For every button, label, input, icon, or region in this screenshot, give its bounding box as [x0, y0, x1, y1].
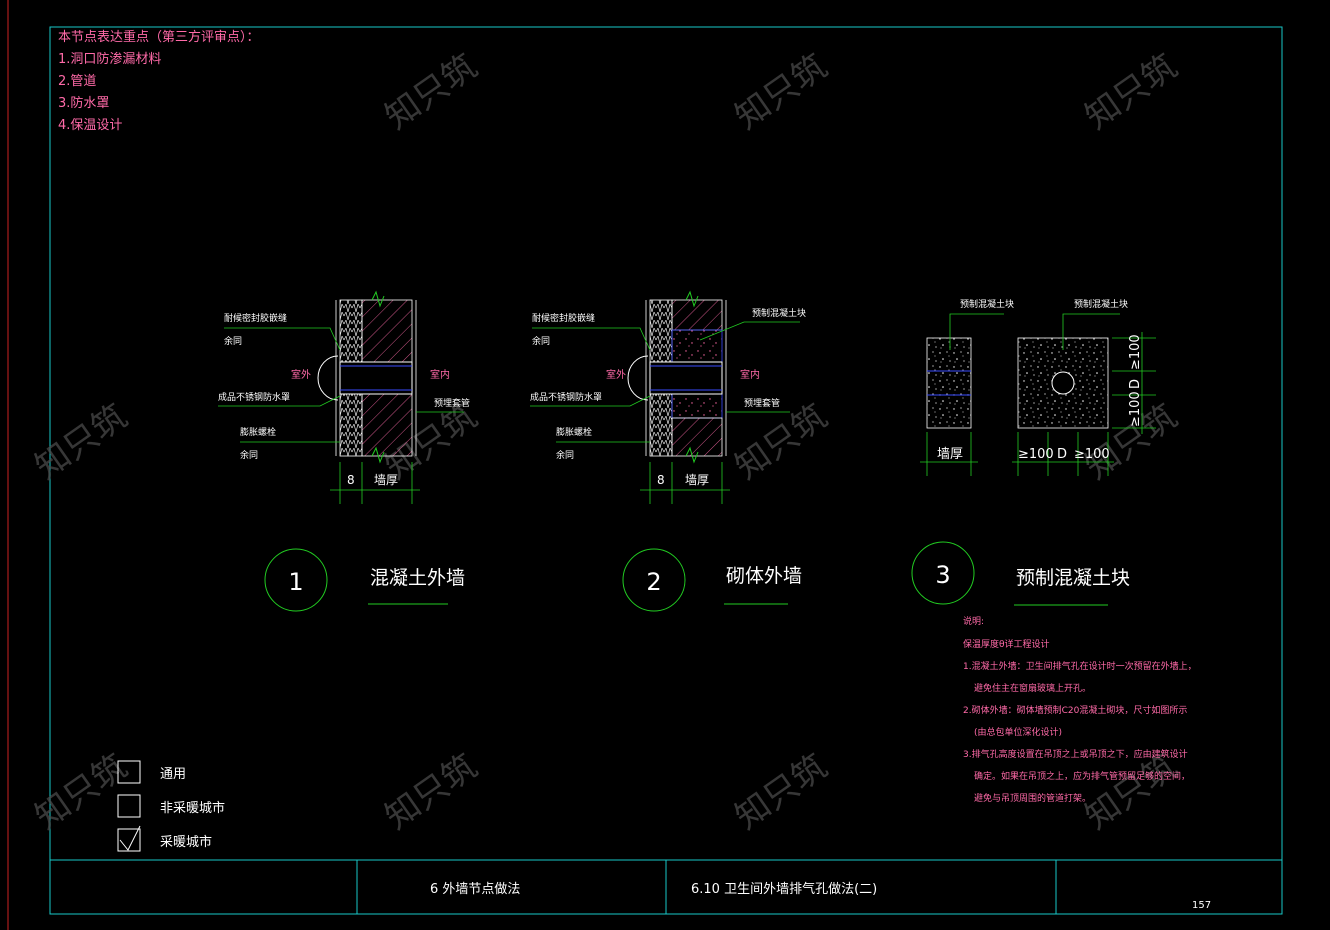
- embedded-sleeve: [339, 361, 413, 395]
- label-inside: 室内: [740, 368, 760, 381]
- watermark: 知只筑: [378, 746, 484, 837]
- label-sleeve: 预埋套管: [744, 397, 780, 409]
- stainless-hood: [317, 355, 339, 401]
- label-hood: 成品不锈钢防水罩: [530, 391, 602, 403]
- insulation-layer: [339, 299, 363, 363]
- explain-line: 保温厚度θ详工程设计: [963, 638, 1050, 650]
- detail-title: 砌体外墙: [726, 565, 802, 587]
- dim-diameter: D: [1057, 447, 1067, 462]
- legend-checkbox[interactable]: [117, 760, 141, 784]
- dim-min-100: ≥100: [1074, 447, 1110, 462]
- watermark: 知只筑: [728, 46, 834, 137]
- masonry-wall: [671, 417, 723, 457]
- detail-number: 3: [935, 561, 950, 589]
- watermark: 知只筑: [28, 746, 134, 837]
- detail-number: 2: [646, 568, 661, 596]
- key-point-item: 1.洞口防渗漏材料: [58, 52, 162, 67]
- stainless-hood: [627, 355, 649, 401]
- watermark: 知只筑: [728, 746, 834, 837]
- dim-wall-thickness: 墙厚: [937, 447, 963, 462]
- precast-block-section: [926, 337, 972, 429]
- concrete-wall: [361, 299, 413, 363]
- key-points-heading: 本节点表达重点（第三方评审点）：: [58, 30, 260, 45]
- explanation: 说明: 保温厚度θ详工程设计 1.混凝土外墙：卫生间排气孔在设计时一次预留在外墙…: [963, 615, 1197, 804]
- dim-8: 8: [347, 473, 355, 487]
- label-inside: 室内: [430, 368, 450, 381]
- label-sealant: 耐候密封胶嵌缝: [532, 312, 595, 324]
- detail-2: 耐候密封胶嵌缝 余同 成品不锈钢防水罩 膨胀螺栓 余同 预制混凝土块 预埋套管 …: [530, 290, 806, 612]
- label-same: 余同: [240, 449, 258, 461]
- detail-1: 耐候密封胶嵌缝 余同 成品不锈钢防水罩 膨胀螺栓 余同 预埋套管 室外 室内 8…: [218, 290, 470, 612]
- explain-line: (由总包单位深化设计): [974, 726, 1062, 738]
- label-precast-block: 预制混凝土块: [960, 298, 1014, 310]
- explain-heading: 说明:: [963, 615, 984, 627]
- dim-wall-thickness: 墙厚: [374, 473, 398, 487]
- legend-label: 非采暖城市: [160, 800, 225, 816]
- legend-label: 采暖城市: [160, 834, 212, 850]
- label-sealant: 耐候密封胶嵌缝: [224, 312, 287, 324]
- label-sleeve: 预埋套管: [434, 397, 470, 409]
- detail-title: 预制混凝土块: [1016, 567, 1130, 589]
- embedded-sleeve: [649, 361, 723, 395]
- dim-8: 8: [657, 473, 665, 487]
- label-same: 余同: [532, 335, 550, 347]
- explain-line: 确定。如果在吊顶之上，应为排气管预留足够的空间，: [974, 770, 1190, 782]
- label-bolt: 膨胀螺栓: [556, 426, 592, 438]
- key-point-item: 3.防水罩: [58, 96, 110, 111]
- detail-number: 1: [288, 568, 303, 596]
- masonry-wall: [671, 299, 723, 331]
- label-same: 余同: [224, 335, 242, 347]
- explain-line: 3.排气孔高度设置在吊顶之上或吊顶之下，应由建筑设计: [963, 748, 1188, 760]
- precast-block: [671, 329, 723, 363]
- detail-title: 混凝土外墙: [370, 567, 465, 589]
- detail-number-circle: [264, 548, 328, 612]
- dim-min-100: ≥100: [1018, 447, 1054, 462]
- label-same: 余同: [556, 449, 574, 461]
- label-precast-block: 预制混凝土块: [1074, 298, 1128, 310]
- section-title: 6.10 卫生间外墙排气孔做法(二): [691, 881, 877, 897]
- watermark: 知只筑: [378, 46, 484, 137]
- watermark: 知只筑: [728, 396, 834, 487]
- label-outside: 室外: [291, 368, 311, 381]
- legend: 通用 非采暖城市 采暖城市: [117, 760, 225, 852]
- explain-line: 避免与吊顶周围的管道打架。: [974, 792, 1091, 804]
- detail-3: 预制混凝土块 预制混凝土块 墙厚 ≥100 D ≥100 ≥100 D ≥100…: [911, 298, 1156, 606]
- watermark: 知只筑: [1078, 746, 1184, 837]
- detail-number-circle: [911, 541, 975, 605]
- vent-hole: [1051, 371, 1075, 395]
- watermark: 知只筑: [28, 396, 134, 487]
- dim-wall-thickness: 墙厚: [685, 473, 709, 487]
- check-mark-icon: [119, 825, 141, 851]
- explain-line: 1.混凝土外墙：卫生间排气孔在设计时一次预留在外墙上，: [963, 660, 1197, 672]
- insulation-layer: [339, 393, 363, 457]
- legend-checkbox[interactable]: [117, 828, 141, 852]
- dim-min-100: ≥100: [1128, 391, 1143, 427]
- legend-label: 通用: [160, 767, 186, 782]
- watermark: 知只筑: [1078, 46, 1184, 137]
- dim-min-100: ≥100: [1128, 334, 1143, 370]
- precast-block: [671, 393, 723, 419]
- explain-line: 2.砌体外墙：砌体墙预制C20混凝土砌块，尺寸如图所示: [963, 704, 1187, 716]
- label-hood: 成品不锈钢防水罩: [218, 391, 290, 403]
- label-bolt: 膨胀螺栓: [240, 426, 276, 438]
- concrete-wall: [361, 393, 413, 457]
- label-outside: 室外: [606, 368, 626, 381]
- legend-checkbox[interactable]: [117, 794, 141, 818]
- key-point-item: 4.保温设计: [58, 118, 123, 133]
- key-point-item: 2.管道: [58, 74, 97, 89]
- chapter-title: 6 外墙节点做法: [430, 882, 520, 897]
- label-precast-block: 预制混凝土块: [752, 307, 806, 319]
- detail-number-circle: [622, 548, 686, 612]
- dim-diameter: D: [1128, 379, 1143, 389]
- page-number: 157: [1192, 900, 1211, 911]
- title-block: 6 外墙节点做法 6.10 卫生间外墙排气孔做法(二) 157: [50, 859, 1282, 914]
- explain-line: 避免住主在窗扇玻璃上开孔。: [974, 682, 1091, 694]
